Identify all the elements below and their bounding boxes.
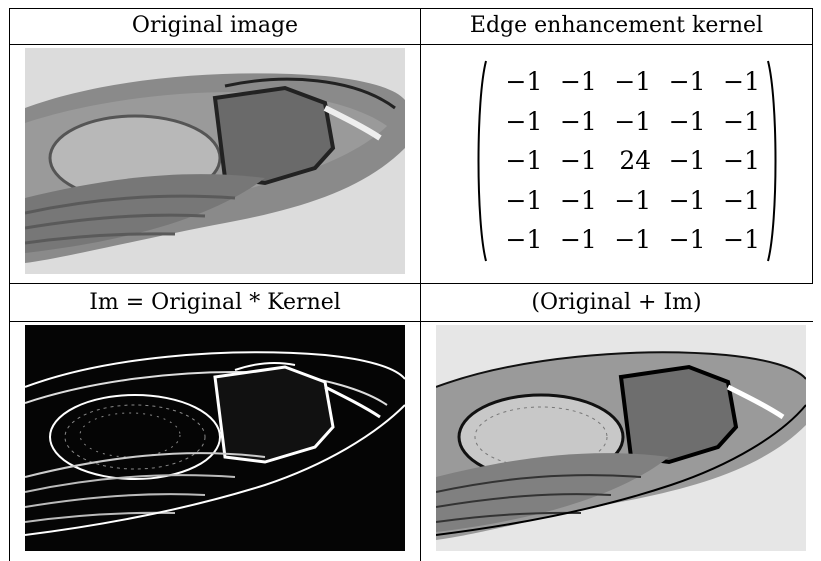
table-top-rule bbox=[9, 8, 813, 9]
kernel-cell: −1 bbox=[603, 102, 657, 142]
kernel-cell: −1 bbox=[494, 181, 548, 221]
kernel-cell: −1 bbox=[657, 181, 711, 221]
kernel-cell: −1 bbox=[657, 62, 711, 102]
kernel-cell: −1 bbox=[712, 220, 766, 260]
kernel-cell: −1 bbox=[548, 220, 602, 260]
kernel-cell: −1 bbox=[548, 141, 602, 181]
row-divider-rule bbox=[9, 283, 813, 284]
kernel-cell: −1 bbox=[603, 62, 657, 102]
kernel-cells: −1 −1 −1 −1 −1 −1 −1 −1 −1 −1 −1 −1 24 −… bbox=[494, 62, 766, 260]
header-edge-kernel: Edge enhancement kernel bbox=[421, 15, 812, 37]
kernel-cell: −1 bbox=[603, 181, 657, 221]
kernel-cell: −1 bbox=[712, 141, 766, 181]
header-original-image: Original image bbox=[10, 15, 420, 37]
right-border-top bbox=[812, 8, 813, 284]
kernel-matrix: −1 −1 −1 −1 −1 −1 −1 −1 −1 −1 −1 −1 24 −… bbox=[474, 60, 780, 262]
kernel-cell: −1 bbox=[657, 102, 711, 142]
left-parenthesis bbox=[474, 60, 488, 262]
kernel-cell: −1 bbox=[494, 62, 548, 102]
kernel-cell: −1 bbox=[603, 220, 657, 260]
header-original-plus-im: (Original + Im) bbox=[421, 292, 812, 314]
header-im-result: Im = Original * Kernel bbox=[10, 292, 420, 314]
kernel-cell: −1 bbox=[712, 181, 766, 221]
kernel-cell: −1 bbox=[548, 102, 602, 142]
center-divider bbox=[420, 8, 421, 561]
enhanced-image bbox=[436, 325, 806, 551]
right-parenthesis bbox=[766, 60, 780, 262]
kernel-cell: −1 bbox=[712, 102, 766, 142]
kernel-cell-center: 24 bbox=[603, 141, 657, 181]
left-border bbox=[9, 8, 10, 561]
edge-filtered-image bbox=[25, 325, 405, 551]
header-rule-2 bbox=[9, 321, 813, 322]
original-image bbox=[25, 48, 405, 274]
kernel-cell: −1 bbox=[712, 62, 766, 102]
kernel-cell: −1 bbox=[494, 141, 548, 181]
kernel-cell: −1 bbox=[548, 181, 602, 221]
kernel-cell: −1 bbox=[548, 62, 602, 102]
kernel-cell: −1 bbox=[494, 102, 548, 142]
header-rule-1 bbox=[9, 44, 813, 45]
kernel-cell: −1 bbox=[657, 220, 711, 260]
kernel-cell: −1 bbox=[657, 141, 711, 181]
kernel-cell: −1 bbox=[494, 220, 548, 260]
